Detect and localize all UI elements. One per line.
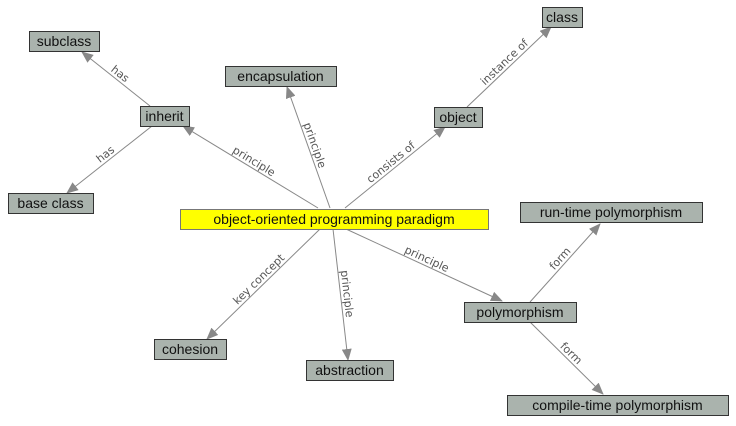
node-box	[154, 339, 227, 360]
node-label: polymorphism	[476, 304, 563, 320]
edge-line	[206, 228, 321, 340]
node-box	[507, 395, 729, 416]
edge-label: consists of	[364, 138, 418, 186]
node-root[interactable]: object-oriented programming paradigm	[180, 209, 489, 230]
edge-line	[466, 26, 552, 108]
node-class[interactable]: class	[542, 7, 583, 28]
node-box	[464, 302, 577, 323]
edge-line	[66, 125, 153, 194]
node-polymorphism[interactable]: polymorphism	[464, 302, 577, 323]
edge-label: principle	[338, 269, 356, 318]
edge-root-encapsulation: principle	[285, 86, 331, 209]
node-inherit[interactable]: inherit	[140, 106, 190, 127]
edge-label: key concept	[231, 251, 288, 307]
edge-line	[182, 125, 319, 209]
node-label: run-time polymorphism	[540, 204, 682, 220]
edge-polymorphism-runtime: form	[529, 223, 601, 303]
node-label: object	[439, 109, 476, 125]
edge-line	[81, 51, 151, 107]
edge-label: principle	[230, 144, 277, 180]
node-abstraction[interactable]: abstraction	[306, 360, 394, 381]
node-label: inherit	[145, 108, 183, 124]
node-label: class	[546, 9, 578, 25]
node-object[interactable]: object	[434, 107, 483, 128]
node-label: abstraction	[315, 362, 383, 378]
node-box	[306, 360, 394, 381]
node-box	[542, 7, 583, 28]
edge-object-class: instance of	[466, 26, 552, 108]
edge-label: principle	[402, 243, 451, 275]
edge-line	[332, 228, 352, 361]
edge-root-polymorphism: principle	[345, 228, 503, 302]
edge-label: principle	[301, 121, 329, 170]
node-box	[520, 202, 703, 223]
node-box	[180, 209, 489, 230]
node-label: encapsulation	[237, 68, 323, 84]
node-label: base class	[17, 195, 83, 211]
edge-root-abstraction: principle	[332, 228, 356, 361]
node-label: object-oriented programming paradigm	[213, 211, 454, 227]
edge-root-object: consists of	[344, 126, 446, 209]
node-box	[140, 106, 190, 127]
edge-root-inherit: principle	[182, 125, 319, 209]
node-baseclass[interactable]: base class	[8, 193, 94, 214]
node-cohesion[interactable]: cohesion	[154, 339, 227, 360]
edge-line	[529, 223, 601, 303]
edge-inherit-baseclass: has	[66, 125, 153, 194]
node-runtime[interactable]: run-time polymorphism	[520, 202, 703, 223]
edge-inherit-subclass: has	[81, 51, 151, 107]
edge-line	[285, 86, 331, 209]
edge-line	[345, 228, 503, 302]
edge-label: has	[94, 143, 118, 165]
node-label: cohesion	[162, 341, 218, 357]
edge-line	[529, 321, 604, 395]
edge-polymorphism-compiletime: form	[529, 321, 604, 395]
node-compiletime[interactable]: compile-time polymorphism	[507, 395, 729, 416]
node-label: compile-time polymorphism	[532, 397, 702, 413]
edge-line	[344, 126, 446, 209]
node-label: subclass	[37, 33, 91, 49]
node-encapsulation[interactable]: encapsulation	[225, 66, 337, 87]
node-box	[225, 66, 337, 87]
node-subclass[interactable]: subclass	[29, 31, 100, 52]
node-box	[8, 193, 94, 214]
edge-label: has	[108, 63, 132, 85]
node-box	[434, 107, 483, 128]
edge-root-cohesion: key concept	[206, 228, 321, 340]
node-box	[29, 31, 100, 52]
edge-label: instance of	[478, 36, 532, 88]
